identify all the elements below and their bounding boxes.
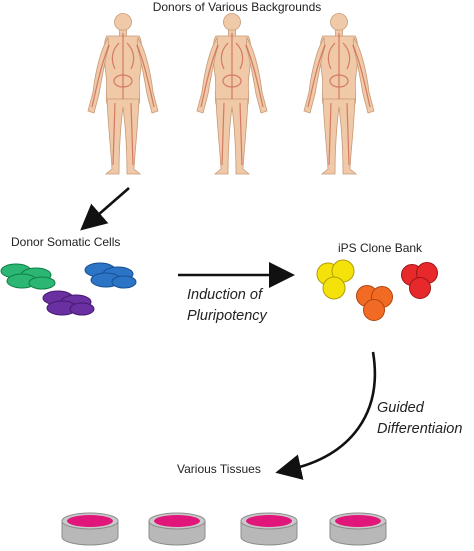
guided-line-1: Guided [377, 400, 424, 416]
induction-line-1: Induction of [187, 287, 262, 303]
red-clone-cluster [401, 262, 438, 299]
tissue-dish-3 [240, 512, 298, 546]
induction-step-label: Induction of Pluripotency [187, 285, 267, 327]
ips-clone-bank-label: iPS Clone Bank [338, 241, 423, 255]
tissue-dish-4 [329, 512, 387, 546]
yellow-clone-cluster [316, 259, 355, 300]
arrow-donors-to-cells [80, 187, 130, 231]
purple-cell-cluster [42, 290, 95, 316]
guided-step-label: Guided Differentiaion [377, 398, 462, 440]
tissue-dish-2 [148, 512, 206, 546]
blue-cell-cluster [84, 262, 137, 289]
induction-line-2: Pluripotency [187, 308, 267, 324]
diagram-title: Donors of Various Backgrounds [152, 0, 322, 14]
tissue-dish-1 [61, 512, 119, 546]
donor-figure-2 [196, 13, 268, 175]
donor-figure-3 [303, 13, 375, 175]
orange-clone-cluster [356, 285, 393, 321]
guided-line-2: Differentiaion [377, 421, 463, 437]
green-cell-cluster [0, 263, 56, 290]
donor-somatic-cells-label: Donor Somatic Cells [11, 235, 121, 249]
arrow-guided-differentiation [275, 351, 377, 480]
various-tissues-label: Various Tissues [177, 462, 261, 476]
donor-figure-1 [87, 13, 159, 175]
